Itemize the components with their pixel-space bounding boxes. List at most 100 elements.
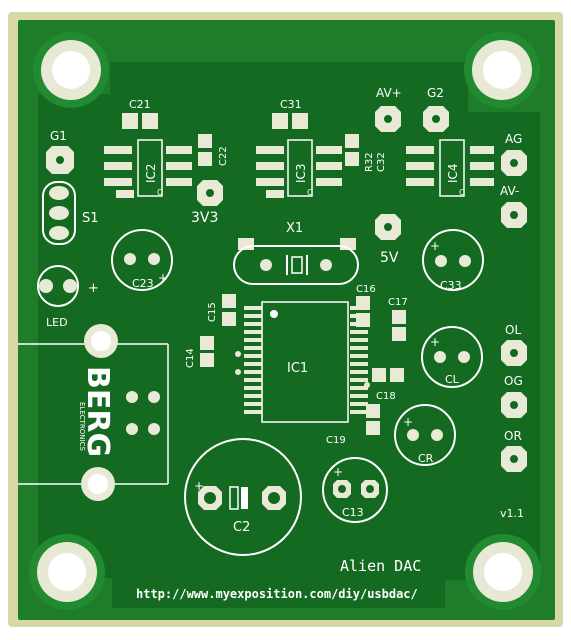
label-cr: CR [418, 452, 434, 465]
label-x1: X1 [286, 221, 303, 236]
pad-3v3 [197, 180, 223, 206]
label-c32: C32 [376, 152, 387, 172]
cap-cr [394, 404, 456, 466]
label-c14: C14 [185, 348, 196, 368]
pad-c22-a [198, 134, 212, 148]
ic1-footprint [244, 306, 368, 414]
cap-c13 [322, 457, 388, 523]
ic1-pin-pad [244, 394, 262, 398]
label-ic3-c: C [307, 188, 313, 197]
label-3v3: 3V3 [191, 210, 218, 226]
ic1-pin-pad [244, 370, 262, 374]
pad-c22-b [198, 152, 212, 166]
label-electronics: ELECTRONICS [78, 402, 86, 451]
pad-c21-b [142, 113, 158, 129]
pad-c31-a [272, 113, 288, 129]
via-1 [235, 351, 241, 357]
pad-c18-a [372, 368, 386, 382]
ground-pour [38, 62, 540, 608]
cap-c33 [422, 229, 484, 291]
ic1-pin-pad [350, 394, 368, 398]
pad-c15-a [222, 294, 236, 308]
label-ic2-c: C [157, 188, 163, 197]
pad-c15-b [222, 312, 236, 326]
pad-c31-b [292, 113, 308, 129]
label-c33: C33 [440, 279, 462, 292]
label-c2: C2 [233, 520, 250, 535]
ic1-pin-pad [350, 314, 368, 318]
ic1-pin1-marker [270, 310, 278, 318]
label-cl: CL [445, 373, 460, 386]
ic1-pin-pad [244, 314, 262, 318]
pad-c18-b [390, 368, 404, 382]
via-2 [235, 369, 241, 375]
pad-c21-a [122, 113, 138, 129]
label-av-plus: AV+ [376, 86, 402, 100]
ic1-pin-pad [244, 306, 262, 310]
ic1-pin-pad [244, 322, 262, 326]
ic2-footprint [104, 139, 192, 198]
label-or: OR [504, 429, 522, 443]
board-url: http://www.myexposition.com/diy/usbdac/ [136, 587, 418, 601]
label-ag: AG [505, 132, 522, 146]
label-c13-plus: + [333, 465, 343, 479]
board-title: Alien DAC [340, 557, 421, 575]
mounting-hole-bottom-right [465, 534, 541, 610]
ic1-pin-pad [350, 410, 368, 414]
ic1-pin-pad [350, 306, 368, 310]
ic1-pin-pad [244, 330, 262, 334]
ic1-pin-pad [244, 362, 262, 366]
label-g2: G2 [427, 86, 444, 100]
ic1-pin-pad [350, 378, 368, 382]
pad-c17-b [392, 327, 406, 341]
label-g1: G1 [50, 129, 67, 143]
ic4-footprint [406, 139, 494, 197]
label-version: v1.1 [500, 507, 524, 520]
pad-g2 [423, 106, 449, 132]
pad-c19-a [366, 404, 380, 418]
pad-c17-a [392, 310, 406, 324]
ic1-pin-pad [350, 386, 368, 390]
mounting-hole-top-right [464, 32, 540, 108]
label-c16: C16 [356, 284, 376, 295]
label-c19: C19 [326, 435, 346, 446]
pad-ol [501, 340, 527, 366]
pad-ag [501, 150, 527, 176]
ic1-pin-pad [244, 402, 262, 406]
label-c23-plus: + [158, 271, 168, 285]
ic1-pin-pad [244, 346, 262, 350]
ic1-body-outline [261, 301, 349, 423]
pad-r32-b [345, 152, 359, 166]
label-led: LED [46, 316, 68, 329]
pad-c14-a [200, 336, 214, 350]
pad-5v [375, 214, 401, 240]
label-c15: C15 [207, 302, 218, 322]
label-c23: C23 [132, 277, 154, 290]
pad-g1 [46, 146, 74, 174]
crystal-x1 [233, 238, 359, 285]
label-s1: S1 [82, 211, 99, 226]
cap-cl [421, 326, 483, 388]
pad-c14-b [200, 353, 214, 367]
label-ic2: IC2 [144, 163, 158, 183]
label-cr-plus: + [403, 415, 413, 429]
ic1-pin-pad [244, 378, 262, 382]
label-av-minus: AV- [500, 184, 519, 198]
ic1-pin-pad [350, 354, 368, 358]
pad-or [501, 446, 527, 472]
label-og: OG [504, 374, 523, 388]
cap-c2 [184, 438, 302, 556]
label-ol: OL [505, 323, 521, 337]
ic1-pin-pad [244, 354, 262, 358]
mounting-hole-top-left [33, 32, 109, 108]
label-ic4: IC4 [446, 163, 460, 183]
label-led-plus: + [88, 281, 99, 296]
pad-og [501, 392, 527, 418]
ic1-pin-pad [244, 338, 262, 342]
pad-c19-b [366, 421, 380, 435]
ic1-pin-pad [350, 330, 368, 334]
label-ic3: IC3 [294, 163, 308, 183]
ic1-pin-pad [350, 346, 368, 350]
pad-av-minus [501, 202, 527, 228]
cap-c23 [111, 229, 173, 291]
